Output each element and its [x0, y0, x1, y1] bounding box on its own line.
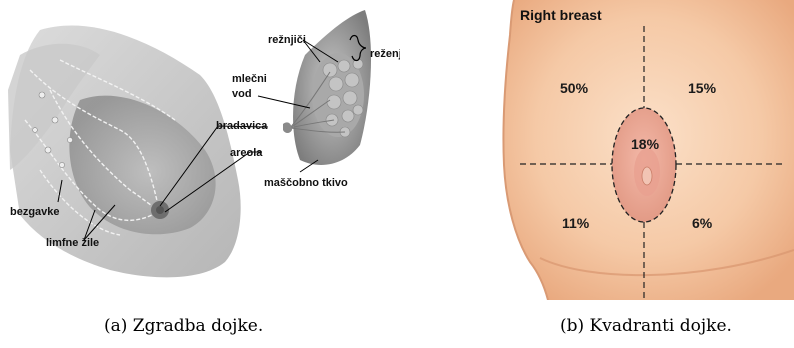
quadrant-upper-inner: 15%	[688, 80, 717, 96]
caption-b: (b) Kvadranti dojke.	[560, 316, 732, 336]
quadrant-lower-inner: 6%	[692, 215, 713, 231]
label-nipple: bradavica	[216, 120, 268, 132]
label-milk-duct-line2: vod	[232, 88, 252, 100]
breast-quadrants-drawing: Right breast 50% 15% 18% 11% 6%	[500, 0, 794, 300]
label-lymph-nodes: bezgavke	[10, 206, 60, 218]
quadrant-upper-outer: 50%	[560, 80, 589, 96]
quadrant-lower-outer: 11%	[562, 215, 590, 231]
breast-anatomy-drawing: režnjiči reženj mlečni vod bradavica are…	[0, 0, 400, 300]
label-areola: areola	[230, 147, 263, 159]
label-lymph-vessels: limfne žile	[46, 237, 99, 249]
label-lobe: reženj	[370, 48, 400, 60]
label-milk-duct-line1: mlečni	[232, 73, 267, 85]
figure-title: Right breast	[520, 7, 602, 23]
breast-quadrants-figure: Right breast 50% 15% 18% 11% 6%	[500, 0, 794, 300]
breast-anatomy-figure: režnjiči reženj mlečni vod bradavica are…	[0, 0, 400, 300]
nipple-shape-b	[642, 167, 652, 185]
label-lobules: režnjiči	[268, 34, 306, 46]
label-fatty-tissue: maščobno tkivo	[264, 177, 348, 189]
quadrant-central: 18%	[631, 136, 660, 152]
caption-a: (a) Zgradba dojke.	[104, 316, 263, 336]
